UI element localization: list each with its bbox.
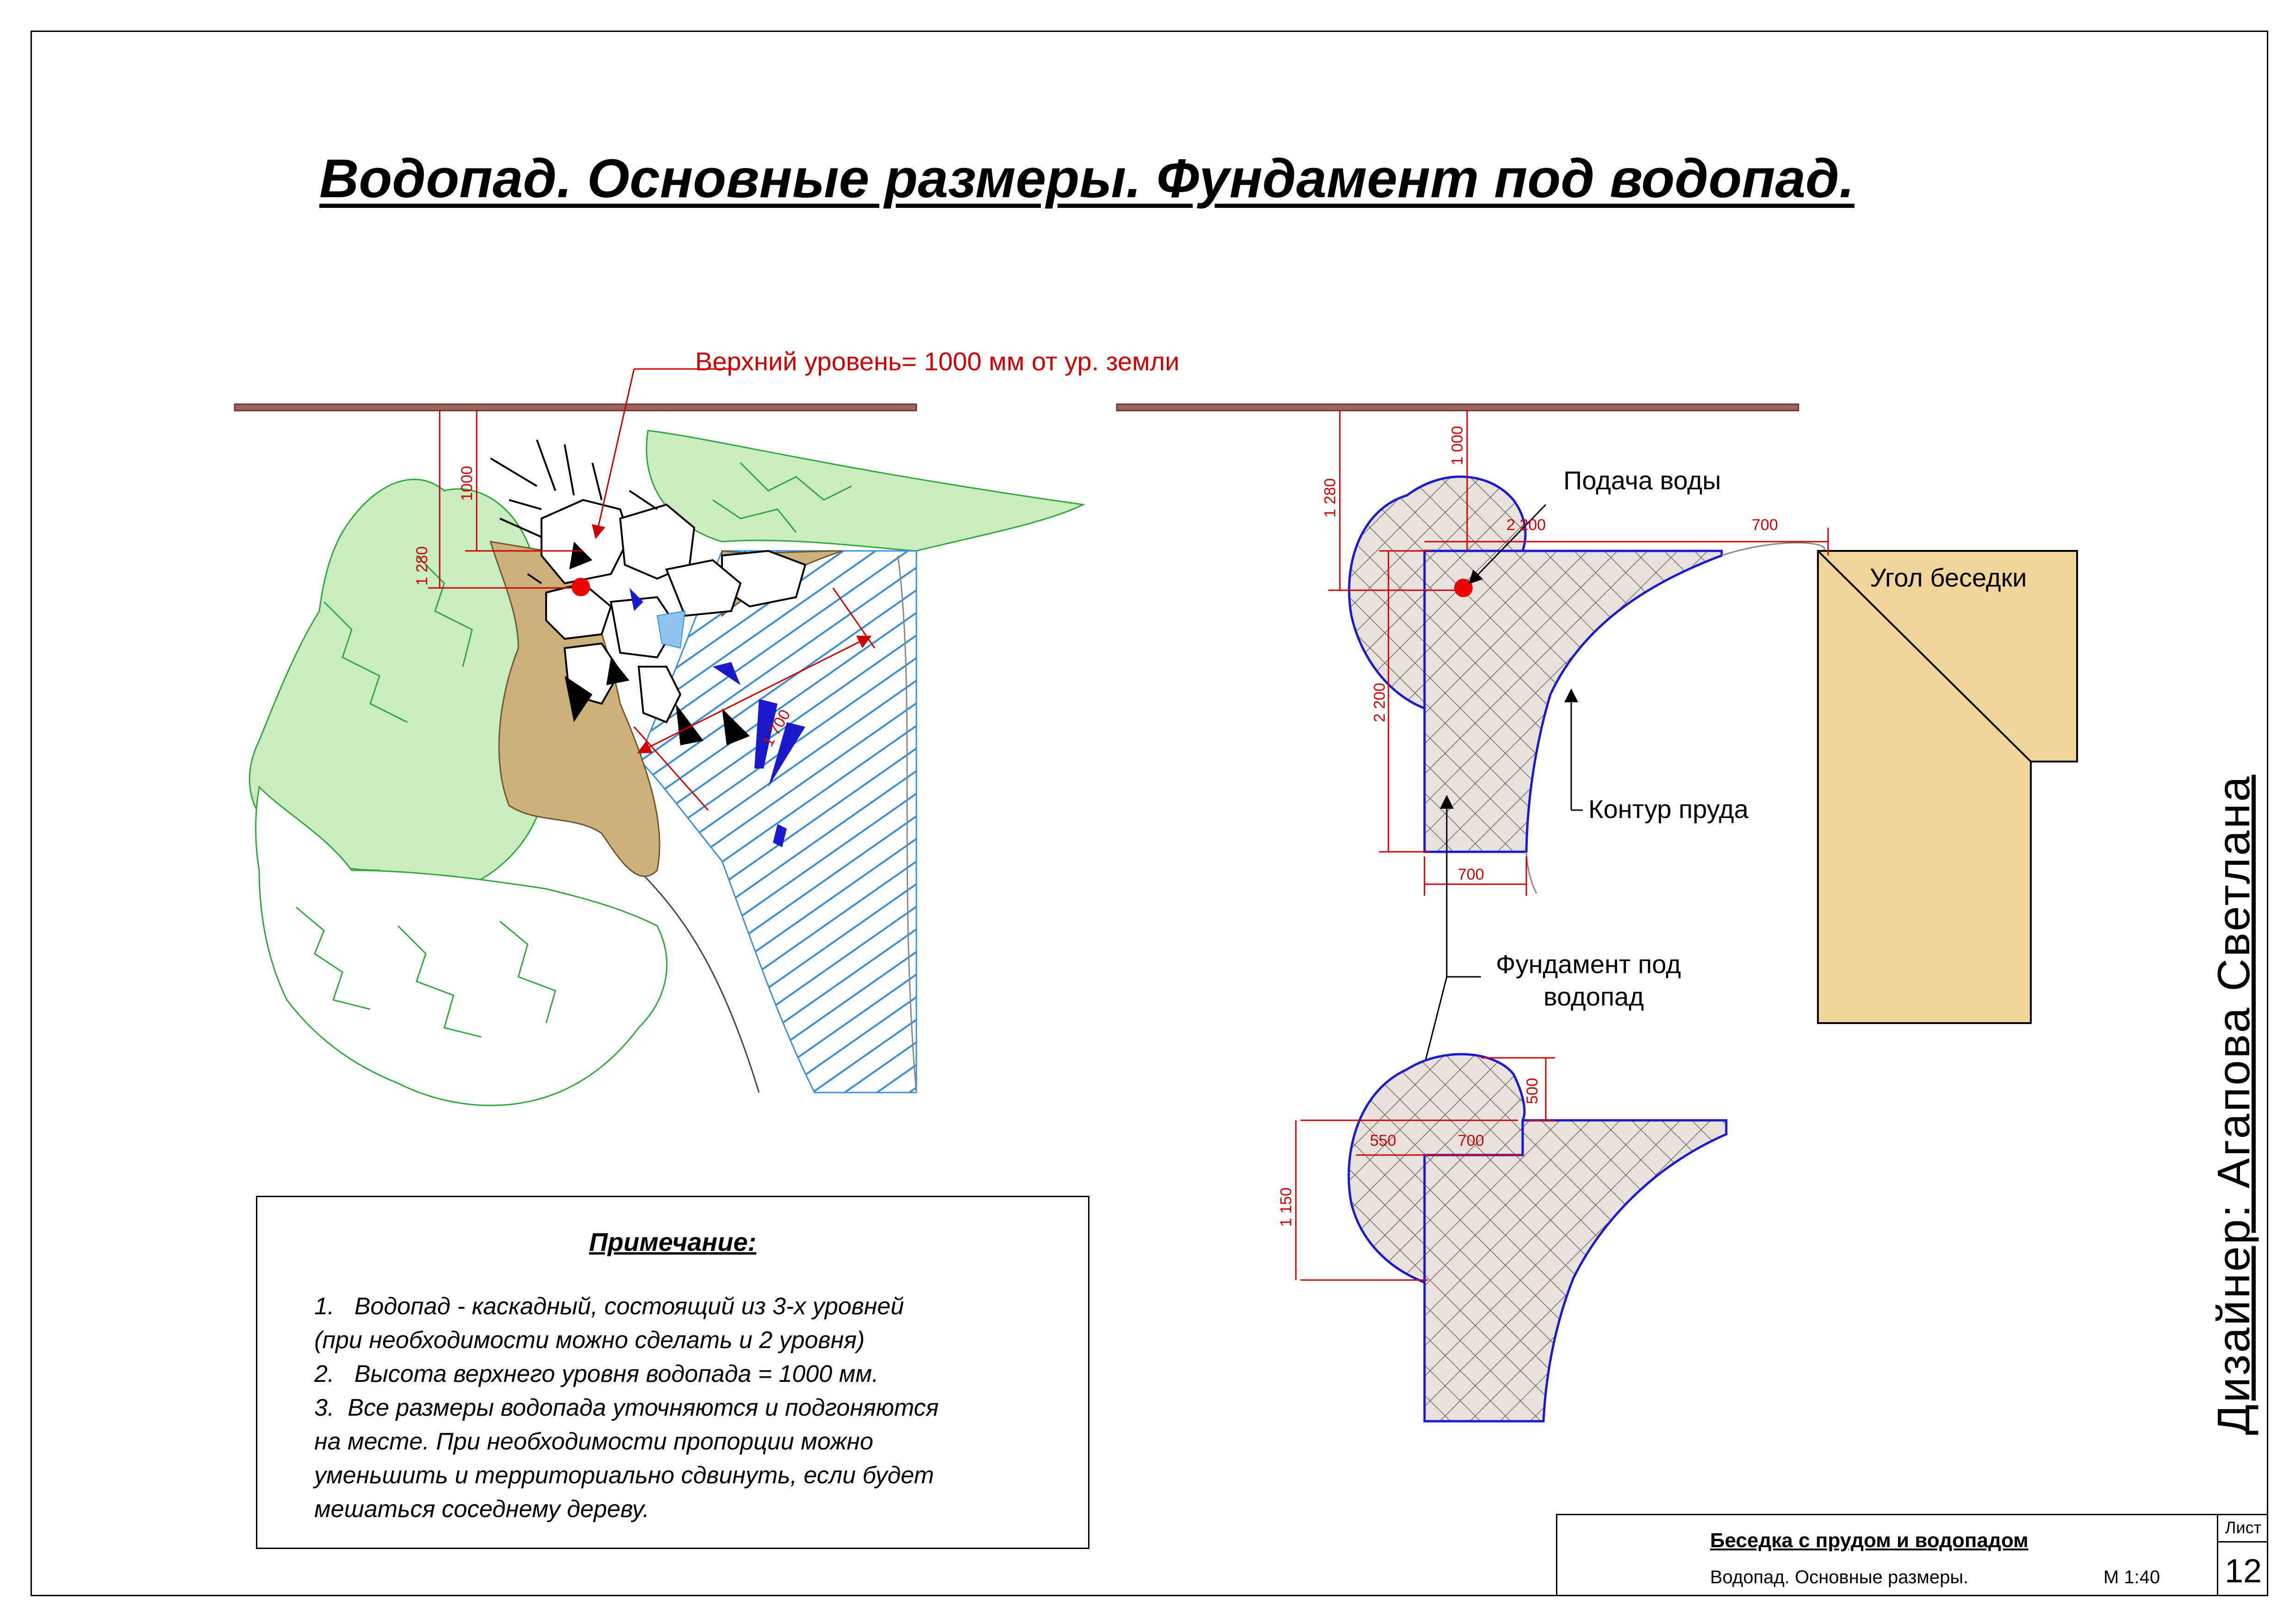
page-title: Водопад. Основные размеры. Фундамент под… — [319, 148, 1854, 209]
sheet-divider — [2218, 1541, 2268, 1543]
elevation-dimensions — [428, 368, 876, 811]
water-supply-marker — [1454, 579, 1473, 597]
gazebo-corner-label: Угол беседки — [1870, 563, 2027, 592]
dim-foundation-1150: 1 150 — [1277, 1187, 1295, 1227]
ground-line-left — [234, 403, 917, 412]
note-line: мешаться соседнему дереву. — [314, 1496, 649, 1523]
foundation-label-line1: Фундамент под — [1496, 949, 1681, 979]
dim-left-1280: 1 280 — [413, 546, 431, 586]
dim-plan-1000: 1 000 — [1449, 425, 1466, 465]
foundation-lobe — [1347, 1053, 1526, 1284]
designer-credit: Дизайнер: Агапова Светлана — [2208, 775, 2259, 1435]
note-box: Примечание: 1. Водопад - каскадный, сост… — [256, 1196, 1089, 1549]
title-block-main: Беседка с прудом и водопадом Водопад. Ос… — [1556, 1514, 2217, 1596]
cascade-stones — [541, 499, 807, 724]
plan-foundation-body — [1423, 550, 1723, 853]
dim-foundation-700: 700 — [1458, 1132, 1484, 1149]
note-line: 1. Водопад - каскадный, состоящий из 3-х… — [314, 1293, 904, 1320]
note-line: (при необходимости можно сделать и 2 уро… — [314, 1327, 865, 1354]
pond-edge-left — [638, 869, 760, 1093]
foundation-dimensions — [1295, 1057, 1555, 1281]
sheet-label: Лист — [2225, 1518, 2262, 1537]
dim-plan-700-bottom: 700 — [1458, 866, 1484, 883]
water-jets — [629, 588, 805, 847]
dim-plan-700-top: 700 — [1752, 516, 1778, 534]
plan-foundation-lobe — [1348, 475, 1527, 710]
dim-plan-2200-horizontal: 2 200 — [1506, 516, 1546, 534]
foundation-plan — [1295, 1053, 1728, 1423]
waterfall-elevation — [234, 368, 1085, 1106]
dim-plan-2200-vertical: 2 200 — [1371, 682, 1388, 722]
note-line: 2. Высота верхнего уровня водопада = 100… — [314, 1361, 879, 1387]
tree-crown-right — [646, 430, 1085, 552]
shrub-outline — [255, 785, 668, 1106]
top-level-label: Верхний уровень= 1000 мм от ур. земли — [695, 347, 1180, 376]
dim-foundation-550: 550 — [1370, 1132, 1396, 1149]
sheet-number-cell: Лист 12 — [2217, 1514, 2268, 1596]
water-supply-label: Подача воды — [1563, 466, 1721, 495]
project-name: Беседка с прудом и водопадом — [1710, 1529, 2028, 1552]
drawing-frame — [31, 31, 2268, 1596]
top-level-marker — [572, 578, 590, 596]
pond-contour-curve — [1721, 542, 1825, 556]
sheet-name: Водопад. Основные размеры. — [1710, 1567, 1969, 1587]
water-splash — [656, 610, 686, 649]
note-title: Примечание: — [589, 1227, 757, 1256]
dim-left-1000: 1000 — [458, 466, 476, 501]
note-list: 1. Водопад - каскадный, состоящий из 3-х… — [314, 1290, 1073, 1526]
plan-dimensions — [1328, 411, 1829, 896]
scale-label: М 1:40 — [2103, 1567, 2160, 1587]
dim-plan-1280: 1 280 — [1321, 478, 1339, 518]
stone-shadows — [565, 542, 750, 745]
stream-edge — [897, 555, 917, 1093]
gazebo-corner-shape — [1817, 550, 2078, 1024]
note-line: на месте. При необходимости пропорции мо… — [314, 1428, 873, 1455]
sheet-number: 12 — [2224, 1553, 2262, 1590]
dim-foundation-500: 500 — [1524, 1078, 1541, 1104]
shrub-scribbles — [296, 462, 852, 1038]
note-line: 3. Все размеры водопада уточняются и под… — [314, 1394, 939, 1421]
pond-contour-label: Контур пруда — [1588, 794, 1748, 824]
gazebo-corner-diagonal — [1817, 550, 2032, 762]
sketch-lines — [490, 439, 658, 584]
foundation-label-line2: водопад — [1543, 982, 1644, 1011]
waterfall-plan — [1116, 403, 2078, 1099]
title-block: Беседка с прудом и водопадом Водопад. Ос… — [1556, 1514, 2268, 1596]
pond-contour-curve-low — [1525, 851, 1537, 894]
ground-line-right — [1116, 403, 1799, 412]
note-line: уменьшить и территориально сдвинуть, есл… — [314, 1462, 934, 1489]
foundation-body — [1423, 1119, 1728, 1423]
